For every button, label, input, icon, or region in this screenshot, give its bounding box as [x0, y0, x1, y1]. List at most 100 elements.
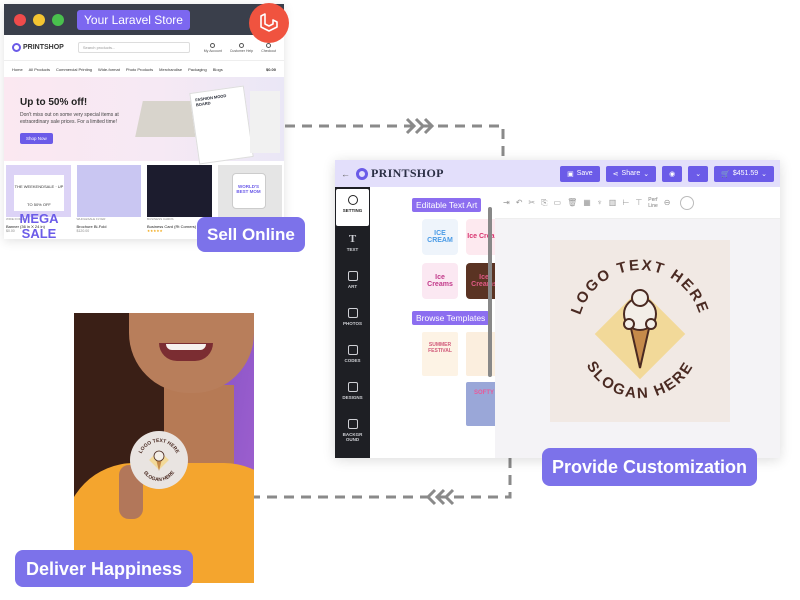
store-nav: Home All Products Commercial Printing Wi… — [4, 61, 284, 77]
save-button[interactable]: ▣Save — [560, 165, 600, 182]
copy-icon[interactable]: ⎘ — [541, 197, 548, 207]
design-canvas[interactable]: LOGO TEXT HERE SLOGAN HERE — [495, 219, 780, 458]
hero-banner: Up to 50% off! Don't miss out on some ve… — [4, 77, 284, 165]
delete-icon[interactable]: 🗑 — [567, 198, 578, 207]
chevron-down-icon: ⌄ — [761, 170, 767, 178]
tab-label: ART — [347, 284, 358, 289]
sticker-logo: LOGO TEXT HERE SLOGAN HERE — [138, 438, 181, 483]
banner-text: MEGA SALE — [19, 211, 59, 239]
nav-photo-products[interactable]: Photo Products — [125, 66, 154, 72]
product-card[interactable]: THE WEEKENDSALE · UP TO 50% OFF MEGA SAL… — [6, 165, 71, 239]
preview-button[interactable]: ◉ — [662, 165, 683, 182]
add-to-cart-button[interactable]: 🛒$451.59⌄ — [714, 165, 774, 182]
nav-all-products[interactable]: All Products — [28, 66, 51, 72]
store-window: Your Laravel Store PRINTSHOP Search prod… — [4, 4, 284, 239]
minimize-window-dot[interactable] — [33, 13, 45, 26]
art-icon — [347, 271, 358, 281]
align-icon[interactable]: ▥ — [608, 198, 617, 207]
sidebar-tab-setting[interactable]: SETTING — [336, 189, 369, 226]
share-button[interactable]: ⋖Share⌄ — [605, 165, 657, 182]
tab-label: PHOTOS — [343, 321, 362, 326]
nav-merchandise[interactable]: Merchandise — [159, 66, 183, 72]
product-category: WIDE FORMAT — [6, 217, 28, 221]
checkout-icon — [266, 42, 272, 48]
nav-commercial-printing[interactable]: Commercial Printing — [56, 66, 93, 72]
text-art-grid: ICE CREAM Ice Cream Ice Creams Ice Cream… — [422, 219, 502, 299]
product-name[interactable]: Banner (36 in X 24 in) — [6, 224, 45, 229]
browse-templates-heading: Browse Templates — [412, 311, 490, 325]
sidebar-tab-designs[interactable]: DESIGNS — [335, 376, 370, 413]
tab-label: TEXT — [346, 247, 359, 252]
nav-packaging[interactable]: Packaging — [188, 66, 207, 72]
sidebar-tab-photos[interactable]: PHOTOS — [335, 302, 370, 339]
qr-code-icon — [347, 345, 358, 355]
product-name[interactable]: Business Card (Rt Corners) — [147, 224, 197, 229]
paste-icon[interactable]: ▭ — [553, 198, 562, 207]
checkout-link[interactable]: Checkout — [261, 42, 276, 53]
product-image: WORLD'S BEST MOM — [217, 165, 282, 217]
product-card[interactable]: WHOLESALE FLYER Brochure Bi-Fold $120.00 — [76, 165, 141, 233]
eye-icon: ◉ — [669, 170, 676, 178]
tab-label: BACKGROUND — [342, 432, 363, 442]
cart-total[interactable]: $0.00 — [265, 66, 276, 72]
designer-window: ← PRINTSHOP ▣Save ⋖Share⌄ ◉ ⌄ 🛒$451.59⌄ … — [335, 160, 780, 458]
design-artboard[interactable]: LOGO TEXT HERE SLOGAN HERE — [550, 240, 730, 422]
back-arrow-icon[interactable]: ← — [341, 168, 350, 179]
perf-label: Perf — [648, 196, 658, 203]
product-price: $0.00 — [6, 229, 15, 233]
template-item[interactable]: SUMMER FESTIVAL — [422, 332, 458, 376]
close-window-dot[interactable] — [14, 13, 26, 26]
product-name[interactable]: Brochure Bi-Fold — [76, 224, 107, 229]
line-label: Line — [648, 202, 658, 209]
product-image — [147, 165, 212, 217]
product-category: BUSINESS CARDS — [147, 217, 174, 221]
help-link[interactable]: Customer Help — [229, 42, 254, 53]
hero-headline: Up to 50% off! — [20, 97, 88, 108]
sidebar-tab-art[interactable]: ART — [335, 265, 370, 302]
store-logo-text: PRINTSHOP — [23, 44, 64, 51]
search-input[interactable]: Search products... — [77, 42, 190, 53]
designer-logo: PRINTSHOP — [356, 166, 444, 181]
store-logo[interactable]: PRINTSHOP — [12, 43, 64, 52]
cut-icon[interactable]: ✂ — [528, 198, 536, 207]
nav-wide-format[interactable]: Wide-format — [98, 66, 120, 72]
shop-now-button[interactable]: Shop Now — [20, 133, 53, 144]
maximize-window-dot[interactable] — [52, 13, 64, 26]
product-card[interactable]: BUSINESS CARDS Business Card (Rt Corners… — [147, 165, 212, 233]
window-titlebar: Your Laravel Store — [4, 4, 284, 35]
effects-icon[interactable]: ♆ — [596, 198, 603, 207]
more-options-button[interactable]: ⌄ — [688, 165, 709, 182]
header-icons: My Account Customer Help Checkout — [204, 42, 276, 53]
svg-text:SLOGAN HERE: SLOGAN HERE — [142, 469, 177, 483]
sidebar-tab-background[interactable]: BACKGROUND — [335, 413, 370, 450]
template-item[interactable] — [422, 382, 458, 426]
background-icon — [347, 419, 358, 429]
cart-price: $451.59 — [732, 170, 759, 177]
help-label: Customer Help — [229, 48, 254, 53]
nav-blogs[interactable]: Blogs — [212, 66, 223, 72]
minus-circle-icon[interactable]: ⊖ — [663, 198, 671, 207]
share-icon: ⋖ — [612, 170, 619, 178]
text-art-item[interactable]: ICE CREAM — [422, 219, 458, 255]
nav-home[interactable]: Home — [12, 66, 23, 72]
distribute-icon[interactable]: ⊢ — [622, 198, 630, 207]
sticker-bottom-text: SLOGAN HERE — [142, 469, 177, 483]
history-icon[interactable] — [680, 195, 695, 210]
redo-icon[interactable]: ⇥ — [503, 198, 510, 207]
undo-icon[interactable]: ↶ — [515, 198, 523, 207]
layers-icon[interactable]: ▦ — [583, 198, 591, 207]
position-icon[interactable]: ⊤ — [635, 198, 643, 207]
text-art-item[interactable]: Ice Creams — [422, 263, 458, 299]
designer-logo-text: PRINTSHOP — [371, 166, 444, 180]
user-icon — [210, 42, 216, 48]
sidebar-tab-codes[interactable]: CODES — [335, 339, 370, 376]
cart-icon: 🛒 — [721, 170, 730, 178]
tab-label: CODES — [344, 358, 361, 363]
account-link[interactable]: My Account — [204, 42, 222, 53]
product-card[interactable]: WORLD'S BEST MOM — [217, 165, 282, 233]
designer-actions: ▣Save ⋖Share⌄ ◉ ⌄ 🛒$451.59⌄ — [560, 165, 774, 182]
store-title: Your Laravel Store — [77, 9, 190, 30]
panel-scrollbar[interactable] — [488, 207, 492, 377]
